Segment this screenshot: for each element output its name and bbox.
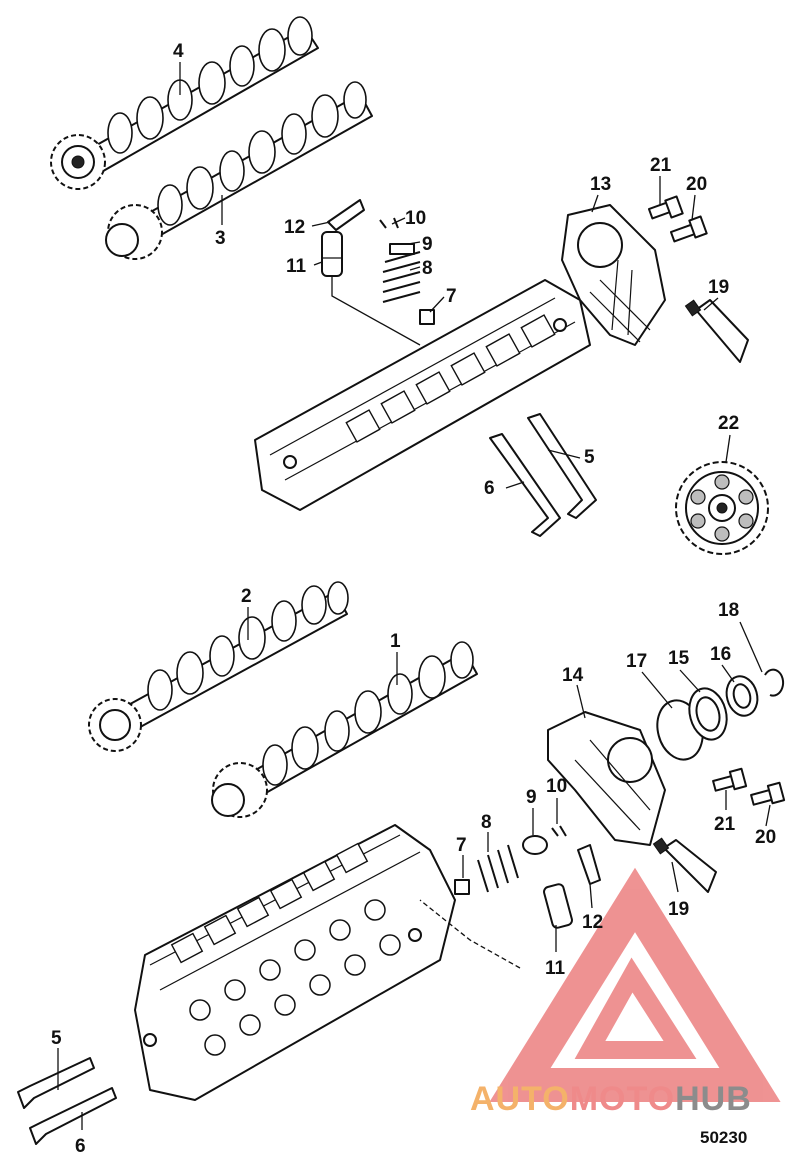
rear-cover-14 — [547, 711, 666, 846]
valve-5-bottom — [17, 1057, 95, 1109]
snap-ring-18 — [764, 668, 785, 697]
watermark-part-hub: HUB — [675, 1080, 752, 1118]
callout-8-top: 8 — [422, 258, 433, 279]
valve-6-bottom — [29, 1087, 117, 1145]
bolt-20-top — [669, 215, 708, 243]
callout-labels: 4 3 12 10 9 11 8 7 13 21 20 19 22 5 6 2 … — [51, 41, 776, 1157]
lifter-11-bottom — [543, 883, 573, 929]
callout-13: 13 — [590, 174, 611, 195]
callout-11-bottom: 11 — [545, 958, 566, 979]
camshaft-1 — [211, 641, 478, 818]
callout-20-top: 20 — [686, 174, 707, 195]
seal-7-top — [419, 309, 435, 325]
keeper-10-top — [379, 217, 399, 229]
callout-6-bottom: 6 — [75, 1136, 86, 1157]
bolt-20-bottom — [750, 781, 786, 806]
callout-6-top: 6 — [484, 478, 495, 499]
figure-number: 50230 — [700, 1128, 747, 1147]
rocker-12-top — [327, 199, 365, 231]
svg-text:AUTOMOTOHUB: AUTOMOTOHUB — [470, 1080, 752, 1118]
retainer-9-bottom — [522, 835, 548, 855]
keeper-10-bottom — [551, 825, 567, 837]
watermark-part-auto: AUTO — [470, 1080, 570, 1118]
callout-10-top: 10 — [405, 208, 426, 229]
watermark-logo — [489, 867, 781, 1102]
lifter-11-top — [321, 231, 343, 277]
callout-19-top: 19 — [708, 277, 729, 298]
seal-15 — [688, 687, 728, 741]
callout-11-top: 11 — [286, 256, 307, 277]
callout-2: 2 — [241, 586, 252, 607]
callout-21-bottom: 21 — [714, 814, 736, 835]
camshaft-2 — [88, 581, 349, 752]
callout-19-bottom: 19 — [668, 899, 689, 920]
leader-lines — [57, 62, 771, 1130]
callout-14: 14 — [562, 665, 584, 686]
callout-15: 15 — [668, 648, 690, 669]
bolt-21-bottom — [712, 767, 748, 792]
callout-12-bottom: 12 — [582, 912, 603, 933]
callout-3-top: 3 — [215, 228, 226, 249]
callout-20-bottom: 20 — [755, 827, 776, 848]
cylinder-head-bottom — [134, 824, 456, 1101]
valve-5-top — [527, 413, 597, 519]
camshaft-3 — [105, 81, 373, 260]
callout-4-top: 4 — [173, 41, 184, 62]
callout-7-bottom: 7 — [456, 835, 467, 856]
callout-17: 17 — [626, 651, 647, 672]
bolt-21-top — [647, 195, 684, 220]
callout-12-top: 12 — [284, 217, 305, 238]
callout-18: 18 — [718, 600, 739, 621]
spring-8-bottom — [477, 844, 519, 893]
callout-10-bottom: 10 — [546, 776, 567, 797]
watermark-text: AUTOMOTOHUB — [470, 1080, 752, 1118]
sealant-tube-19-bottom — [652, 837, 717, 893]
callout-7-top: 7 — [446, 286, 457, 307]
sprocket-22 — [675, 461, 769, 555]
front-cover-13 — [561, 204, 666, 346]
callout-5-bottom: 5 — [51, 1028, 62, 1049]
sealant-tube-19-top — [684, 299, 749, 363]
callout-1: 1 — [390, 631, 401, 652]
watermark-part-moto: MOTO — [570, 1080, 675, 1118]
callout-22: 22 — [718, 413, 739, 434]
callout-8-bottom: 8 — [481, 812, 492, 833]
seal-7-bottom — [454, 879, 470, 895]
valve-6-top — [489, 433, 561, 537]
cylinder-head-top — [254, 279, 591, 511]
spring-8-top — [382, 243, 421, 303]
callout-9-top: 9 — [422, 234, 433, 255]
seal-16 — [725, 675, 759, 717]
callout-16: 16 — [710, 644, 731, 665]
callout-9-bottom: 9 — [526, 787, 537, 808]
callout-5-top: 5 — [584, 447, 595, 468]
rocker-12-bottom — [577, 844, 601, 885]
callout-21-top: 21 — [650, 155, 672, 176]
